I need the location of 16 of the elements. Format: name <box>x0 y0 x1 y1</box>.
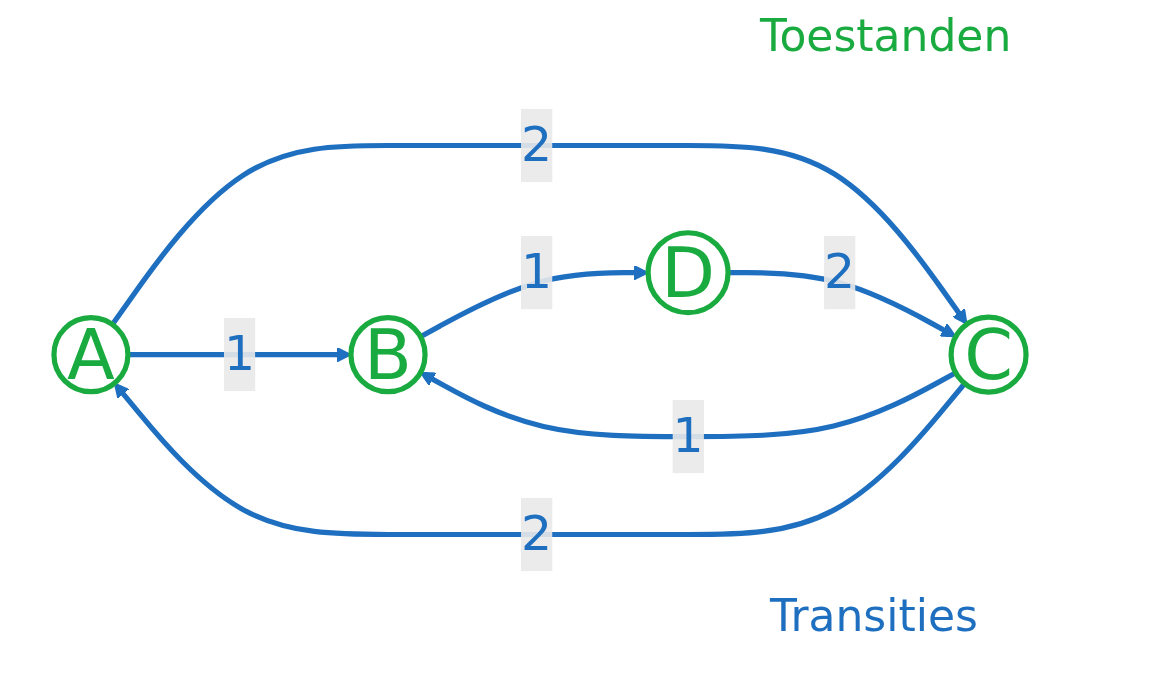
edge-label: 2 <box>521 504 553 563</box>
arrow <box>113 381 967 538</box>
node-circle: B <box>348 315 428 395</box>
transition-caption: Transities <box>770 590 978 641</box>
arrow <box>728 270 957 338</box>
node-circle: C <box>948 314 1029 395</box>
edge-label: 1 <box>223 324 255 383</box>
node-circle: D <box>645 230 731 316</box>
arrow <box>110 142 968 327</box>
node-circle: A <box>51 315 131 395</box>
edge-label: 1 <box>672 406 704 465</box>
arrow <box>419 370 957 440</box>
state-caption: Toestanden <box>760 10 1012 61</box>
edge-label: 2 <box>521 115 553 174</box>
edge-label: 2 <box>824 243 856 301</box>
edge-label: 1 <box>521 243 553 301</box>
